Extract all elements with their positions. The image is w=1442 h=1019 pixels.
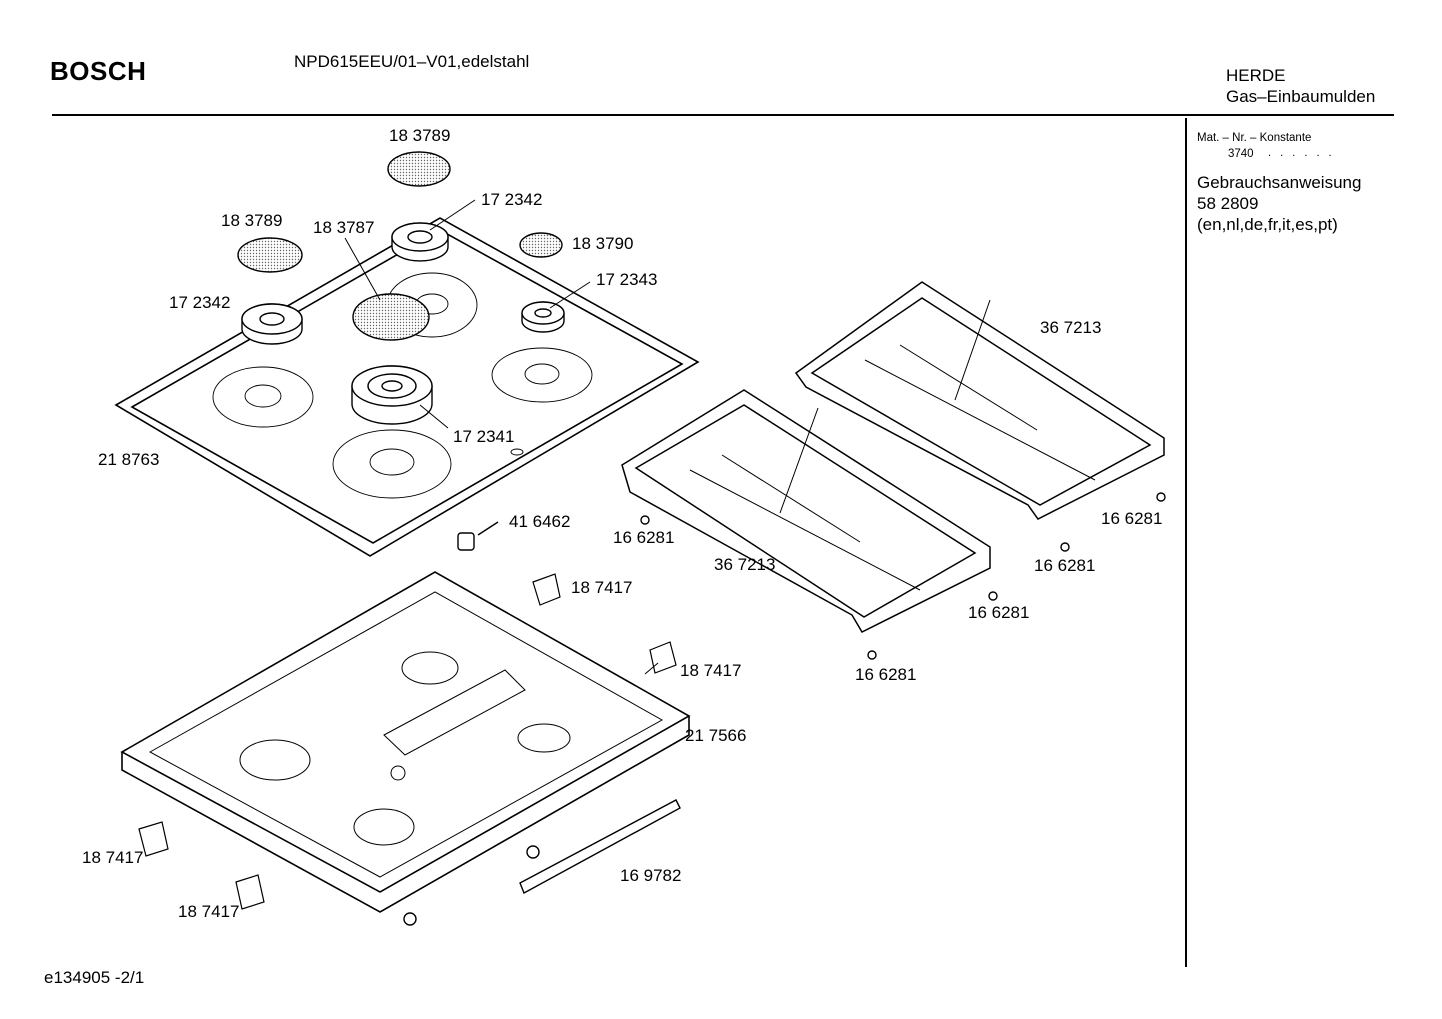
part-number-label: 17 2343 [596,270,657,289]
part-number-label: 36 7213 [1040,318,1101,337]
burner-heads [241,222,565,425]
part-number-label: 18 3790 [572,234,633,253]
exploded-parts-diagram: 18 3789 17 2342 18 3789 18 3787 18 3790 17 23… [82,126,1166,926]
part-number-label: 18 7417 [680,661,741,680]
bottom-tray [120,571,691,913]
clips [138,573,677,910]
manual-number: 58 2809 [1197,194,1259,213]
part-number-label: 18 3789 [221,211,282,230]
category-title: HERDE [1226,66,1286,85]
konstante-value: 3740 [1228,148,1254,160]
part-number-label: 18 7417 [571,578,632,597]
part-number-label: 16 6281 [855,665,916,684]
part-number-label: 16 6281 [968,603,1029,622]
part-number-label: 16 9782 [620,866,681,885]
part-number-label: 18 7417 [178,902,239,921]
part-number-label: 16 6281 [1101,509,1162,528]
brand-logo: BOSCH [50,56,147,86]
part-labels: 18 3789 17 2342 18 3789 18 3787 18 3790 17 23… [82,126,1162,921]
category-subtitle: Gas–Einbaumulden [1226,87,1376,106]
rubber-feet [403,492,1166,926]
part-number-label: 36 7213 [714,555,775,574]
part-number-label: 41 6462 [509,512,570,531]
manual-title: Gebrauchsanweisung [1197,173,1362,192]
part-number-label: 18 3787 [313,218,374,237]
part-number-label: 18 7417 [82,848,143,867]
part-number-label: 17 2342 [481,190,542,209]
konstante-dots: . . . . . . [1268,147,1335,159]
part-number-label: 16 6281 [613,528,674,547]
knob-cap [457,521,499,551]
diagram-id: e134905 -2/1 [44,968,145,987]
part-number-label: 16 6281 [1034,556,1095,575]
pan-supports [621,281,1165,633]
burner-caps [237,151,563,341]
sidebar-divider [1185,118,1187,967]
part-number-label: 17 2342 [169,293,230,312]
part-number-label: 18 3789 [389,126,450,145]
header-divider [52,114,1394,116]
leader-lines [344,199,659,675]
material-number-label: Mat. – Nr. – Konstante [1197,132,1312,144]
manual-languages: (en,nl,de,fr,it,es,pt) [1197,215,1338,234]
model-number: NPD615EEU/01–V01,edelstahl [294,52,530,71]
seal-strip [519,799,681,894]
part-number-label: 17 2341 [453,427,514,446]
part-number-label: 21 7566 [685,726,746,745]
part-number-label: 21 8763 [98,450,159,469]
